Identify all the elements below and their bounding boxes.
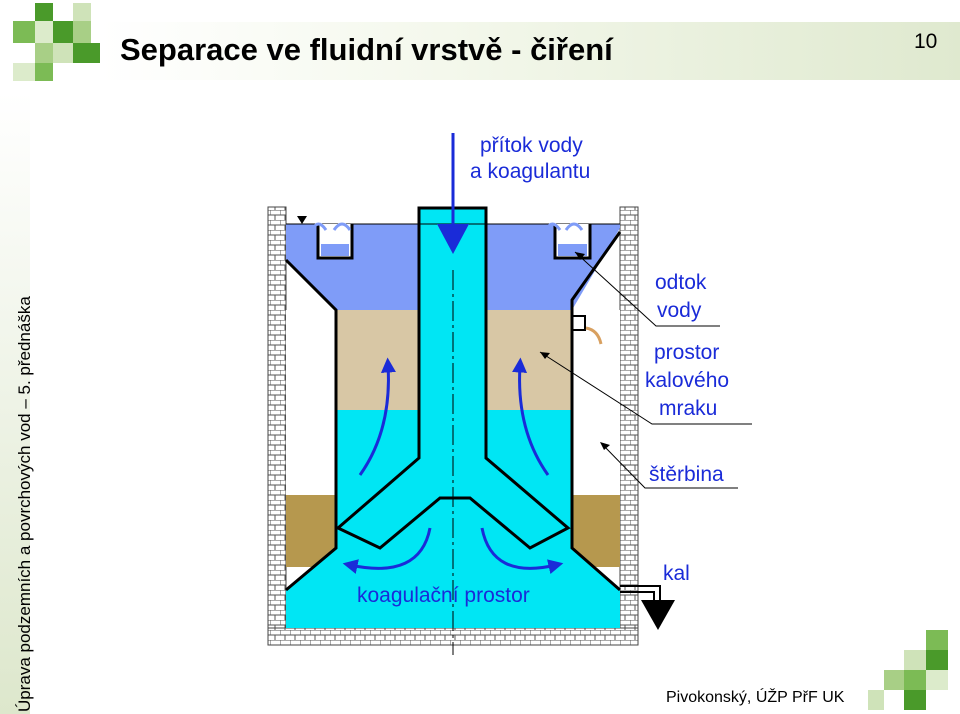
outflow-stream-icon: [585, 326, 603, 345]
left-wall: [267, 206, 287, 646]
trough-water: [321, 244, 349, 256]
level-marker-icon: [297, 216, 307, 224]
funnel-left: [284, 258, 338, 592]
right-wall: [619, 206, 639, 646]
decor-square: [35, 63, 53, 81]
leader-line-outflow: [574, 251, 720, 327]
sludge-arrow-icon: [641, 600, 675, 630]
page-title: Separace ve fluidní vrstvě - čiření: [120, 32, 613, 67]
sludge-pipe: [620, 585, 661, 600]
flow-arrow-icon: [512, 357, 550, 476]
decor-square: [53, 43, 73, 63]
flow-arrow-icon: [342, 527, 432, 574]
sludge-pipe: [620, 591, 655, 600]
decor-square: [13, 63, 35, 81]
label-outflow-line1: odtok: [655, 271, 707, 294]
inflow-arrow-icon: [437, 224, 469, 254]
decor-square: [868, 690, 884, 710]
decor-square: [13, 21, 35, 43]
decor-square: [35, 3, 53, 21]
label-sludge-zone-line2: kalového: [645, 369, 729, 392]
label-sludge-zone-line3: mraku: [659, 397, 717, 420]
decor-square: [926, 670, 948, 690]
white-left-gap: [286, 310, 336, 495]
label-inflow-line2: a koagulantu: [470, 160, 590, 183]
funnel-right: [570, 231, 622, 592]
decor-square: [35, 21, 53, 43]
decor-square: [904, 650, 926, 670]
decor-square: [53, 21, 73, 43]
label-sludge-zone-line1: prostor: [654, 341, 719, 364]
decor-square: [35, 43, 53, 63]
flow-arrow-icon: [358, 357, 396, 476]
white-right-gap: [572, 310, 620, 495]
outflow-pipe: [572, 315, 586, 331]
spill-icon: [544, 222, 584, 231]
flow-arrow-icon: [480, 527, 564, 575]
leader-head-icon: [540, 352, 550, 359]
decor-square: [73, 43, 100, 63]
leader-head-icon: [600, 442, 610, 450]
slide-number: 10: [914, 30, 938, 53]
label-slot: štěrbina: [649, 463, 724, 486]
title-bar: [100, 22, 960, 80]
decor-square: [884, 670, 904, 690]
decor-square: [73, 21, 91, 43]
label-outflow-line2: vody: [657, 299, 702, 322]
leader-head-icon: [575, 252, 585, 260]
decor-square: [926, 630, 948, 650]
decor-square: [904, 670, 926, 690]
leader-line-slot: [601, 443, 738, 489]
leader-line-sludge-zone: [539, 351, 752, 425]
label-sludge: kal: [663, 562, 690, 585]
label-coagulation-zone: koagulační prostor: [357, 584, 530, 607]
decor-square: [73, 3, 91, 21]
label-inflow-line1: přítok vody: [480, 134, 583, 157]
decor-square: [904, 690, 926, 710]
spill-icon: [310, 222, 352, 231]
decor-square: [926, 650, 948, 670]
side-strip: [0, 92, 30, 714]
footer-author: Pivokonský, ÚŽP PřF UK: [666, 689, 845, 706]
